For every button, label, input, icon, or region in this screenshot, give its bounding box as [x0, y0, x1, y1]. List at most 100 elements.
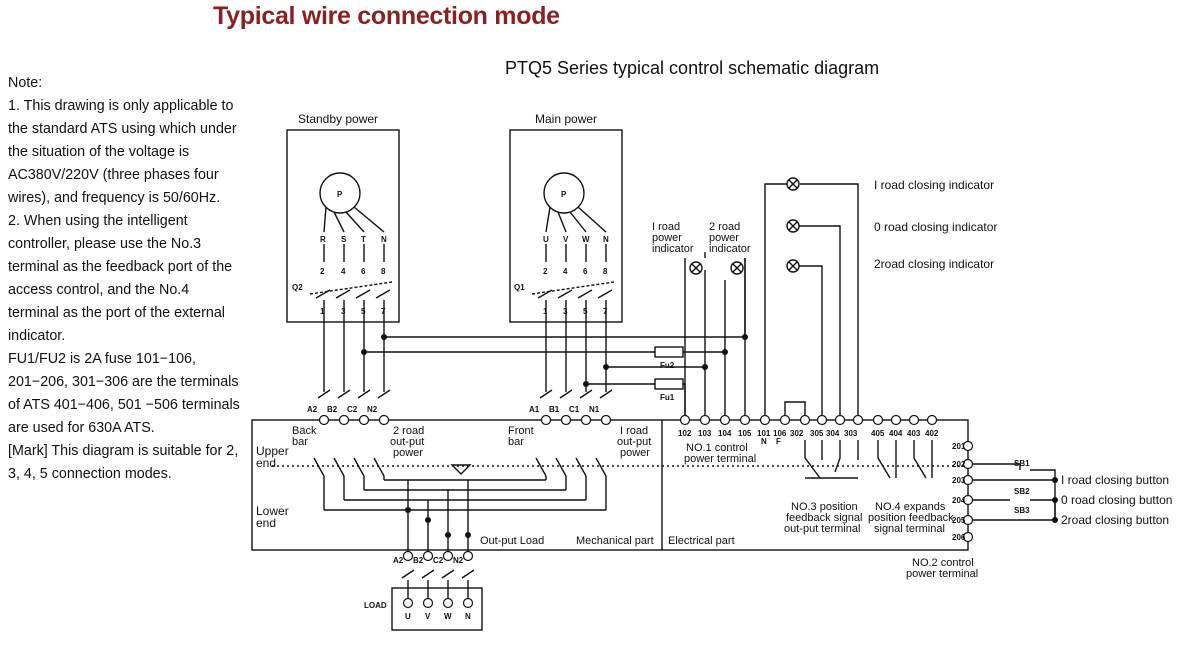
- road2-power-indicator-label: power: [709, 232, 739, 244]
- no3-terminal: 303: [844, 429, 858, 438]
- no1-terminal: 105: [738, 429, 752, 438]
- no2-terminal: 203: [952, 476, 966, 485]
- road1-output-label: power: [620, 447, 650, 459]
- fu1-label: Fu1: [660, 393, 675, 402]
- standby-bus-label: C2: [347, 405, 358, 414]
- load-bus-label: C2: [433, 556, 444, 565]
- no4-terminal: 403: [907, 429, 921, 438]
- closing-button-label: 2road closing button: [1061, 513, 1169, 527]
- no2-terminal: 204: [952, 496, 966, 505]
- no4-label: signal terminal: [874, 523, 945, 535]
- no1-sub-label: N: [761, 437, 767, 446]
- no4-terminal: 404: [889, 429, 903, 438]
- main-bus-label: A1: [529, 405, 540, 414]
- no1-terminal: 101: [757, 429, 771, 438]
- main-upper-terminal: 6: [583, 267, 588, 276]
- main-bus-label: B1: [549, 405, 560, 414]
- standby-lower-terminal: 7: [381, 307, 386, 316]
- main-lower-terminal: 5: [583, 307, 588, 316]
- no2-terminal: 201: [952, 442, 966, 451]
- switch-label: SB1: [1014, 459, 1030, 468]
- switch-label: SB2: [1014, 487, 1030, 496]
- load-bus-label: A2: [393, 556, 404, 565]
- main-phase: V: [563, 235, 569, 244]
- no2-terminal: 206: [952, 533, 966, 542]
- road1-output-label: out-put: [617, 436, 651, 448]
- no3-terminal: 304: [826, 429, 840, 438]
- standby-power-label: Standby power: [298, 112, 378, 126]
- note-item: [Mark] This diagram is suitable for 2, 3…: [8, 443, 239, 482]
- no1-terminal: 103: [698, 429, 712, 438]
- standby-bus-label: B2: [327, 405, 338, 414]
- note-item: 2. When using the intelligent controller…: [8, 213, 233, 344]
- standby-phase: S: [341, 235, 347, 244]
- road2-power-indicator-label: 2 road: [709, 221, 740, 233]
- load-phase: V: [425, 612, 431, 621]
- load-phase: U: [405, 612, 411, 621]
- road2-output-label: out-put: [390, 436, 424, 448]
- no1-terminal: 104: [718, 429, 732, 438]
- road1-power-indicator-label: I road: [652, 221, 680, 233]
- no1-terminal: 106: [773, 429, 787, 438]
- main-bus-label: N1: [589, 405, 600, 414]
- diagram-subtitle: PTQ5 Series typical control schematic di…: [505, 58, 880, 78]
- standby-bus-label: N2: [367, 405, 378, 414]
- no4-label: NO.4 expands: [875, 501, 946, 513]
- road1-power-indicator-label: indicator: [652, 243, 694, 255]
- q1-label: Q1: [514, 283, 525, 292]
- note-item: 1. This drawing is only applicable to th…: [8, 98, 237, 206]
- output-load-label: Out-put Load: [480, 535, 544, 547]
- no3-label: out-put terminal: [784, 523, 860, 535]
- standby-upper-terminal: 8: [381, 267, 386, 276]
- load-bus-label: N2: [453, 556, 464, 565]
- standby-upper-terminal: 4: [341, 267, 346, 276]
- mechanical-part-label: Mechanical part: [576, 535, 654, 547]
- closing-button-label: 0 road closing button: [1061, 493, 1172, 507]
- back-bar-label: Back: [292, 425, 317, 437]
- load-phase: N: [465, 612, 471, 621]
- standby-phase: R: [320, 235, 326, 244]
- fu2-label: Fu2: [660, 361, 675, 370]
- standby-upper-terminal: 6: [361, 267, 366, 276]
- road2-output-label: 2 road: [393, 425, 424, 437]
- main-bus-label: C1: [569, 405, 580, 414]
- no2-terminal: 202: [952, 460, 966, 469]
- no3-label: NO.3 position: [791, 501, 858, 513]
- road1-power-indicator-label: power: [652, 232, 682, 244]
- note-item: FU1/FU2 is 2A fuse 101−106, 201−206, 301…: [8, 351, 240, 436]
- main-phase: U: [543, 235, 549, 244]
- page-title: Typical wire connection mode: [213, 2, 560, 30]
- standby-phase: N: [381, 235, 387, 244]
- no3-label: feedback signal: [786, 512, 862, 524]
- standby-motor-label: P: [337, 190, 343, 199]
- notes-panel: Note: 1. This drawing is only applicable…: [8, 72, 240, 486]
- lower-end-label: end: [256, 516, 276, 530]
- road2-power-indicator-label: indicator: [709, 243, 751, 255]
- main-upper-terminal: 2: [543, 267, 548, 276]
- standby-upper-terminal: 2: [320, 267, 325, 276]
- front-bar-label: bar: [508, 436, 524, 448]
- no3-terminal: 302: [790, 429, 804, 438]
- no4-terminal: 405: [871, 429, 885, 438]
- standby-power-box: [286, 129, 400, 323]
- load-phase: W: [444, 612, 452, 621]
- main-lower-terminal: 7: [603, 307, 608, 316]
- ats-frame: [251, 419, 969, 551]
- road1-output-label: I road: [620, 425, 648, 437]
- lower-end-label: Lower: [256, 504, 289, 518]
- standby-phase: T: [361, 235, 366, 244]
- switch-label: SB3: [1014, 506, 1030, 515]
- main-upper-terminal: 8: [603, 267, 608, 276]
- upper-end-label: end: [256, 456, 276, 470]
- no4-label: position feedback: [868, 512, 954, 524]
- electrical-part-label: Electrical part: [668, 535, 735, 547]
- no2-terminal: 205: [952, 516, 966, 525]
- main-phase: N: [603, 235, 609, 244]
- no3-terminal: 305: [810, 429, 824, 438]
- closing-indicator-label: I road closing indicator: [874, 178, 994, 192]
- standby-lower-terminal: 5: [361, 307, 366, 316]
- no4-terminal: 402: [925, 429, 939, 438]
- standby-lower-terminal: 1: [320, 307, 325, 316]
- closing-indicator-label: 2road closing indicator: [874, 257, 994, 271]
